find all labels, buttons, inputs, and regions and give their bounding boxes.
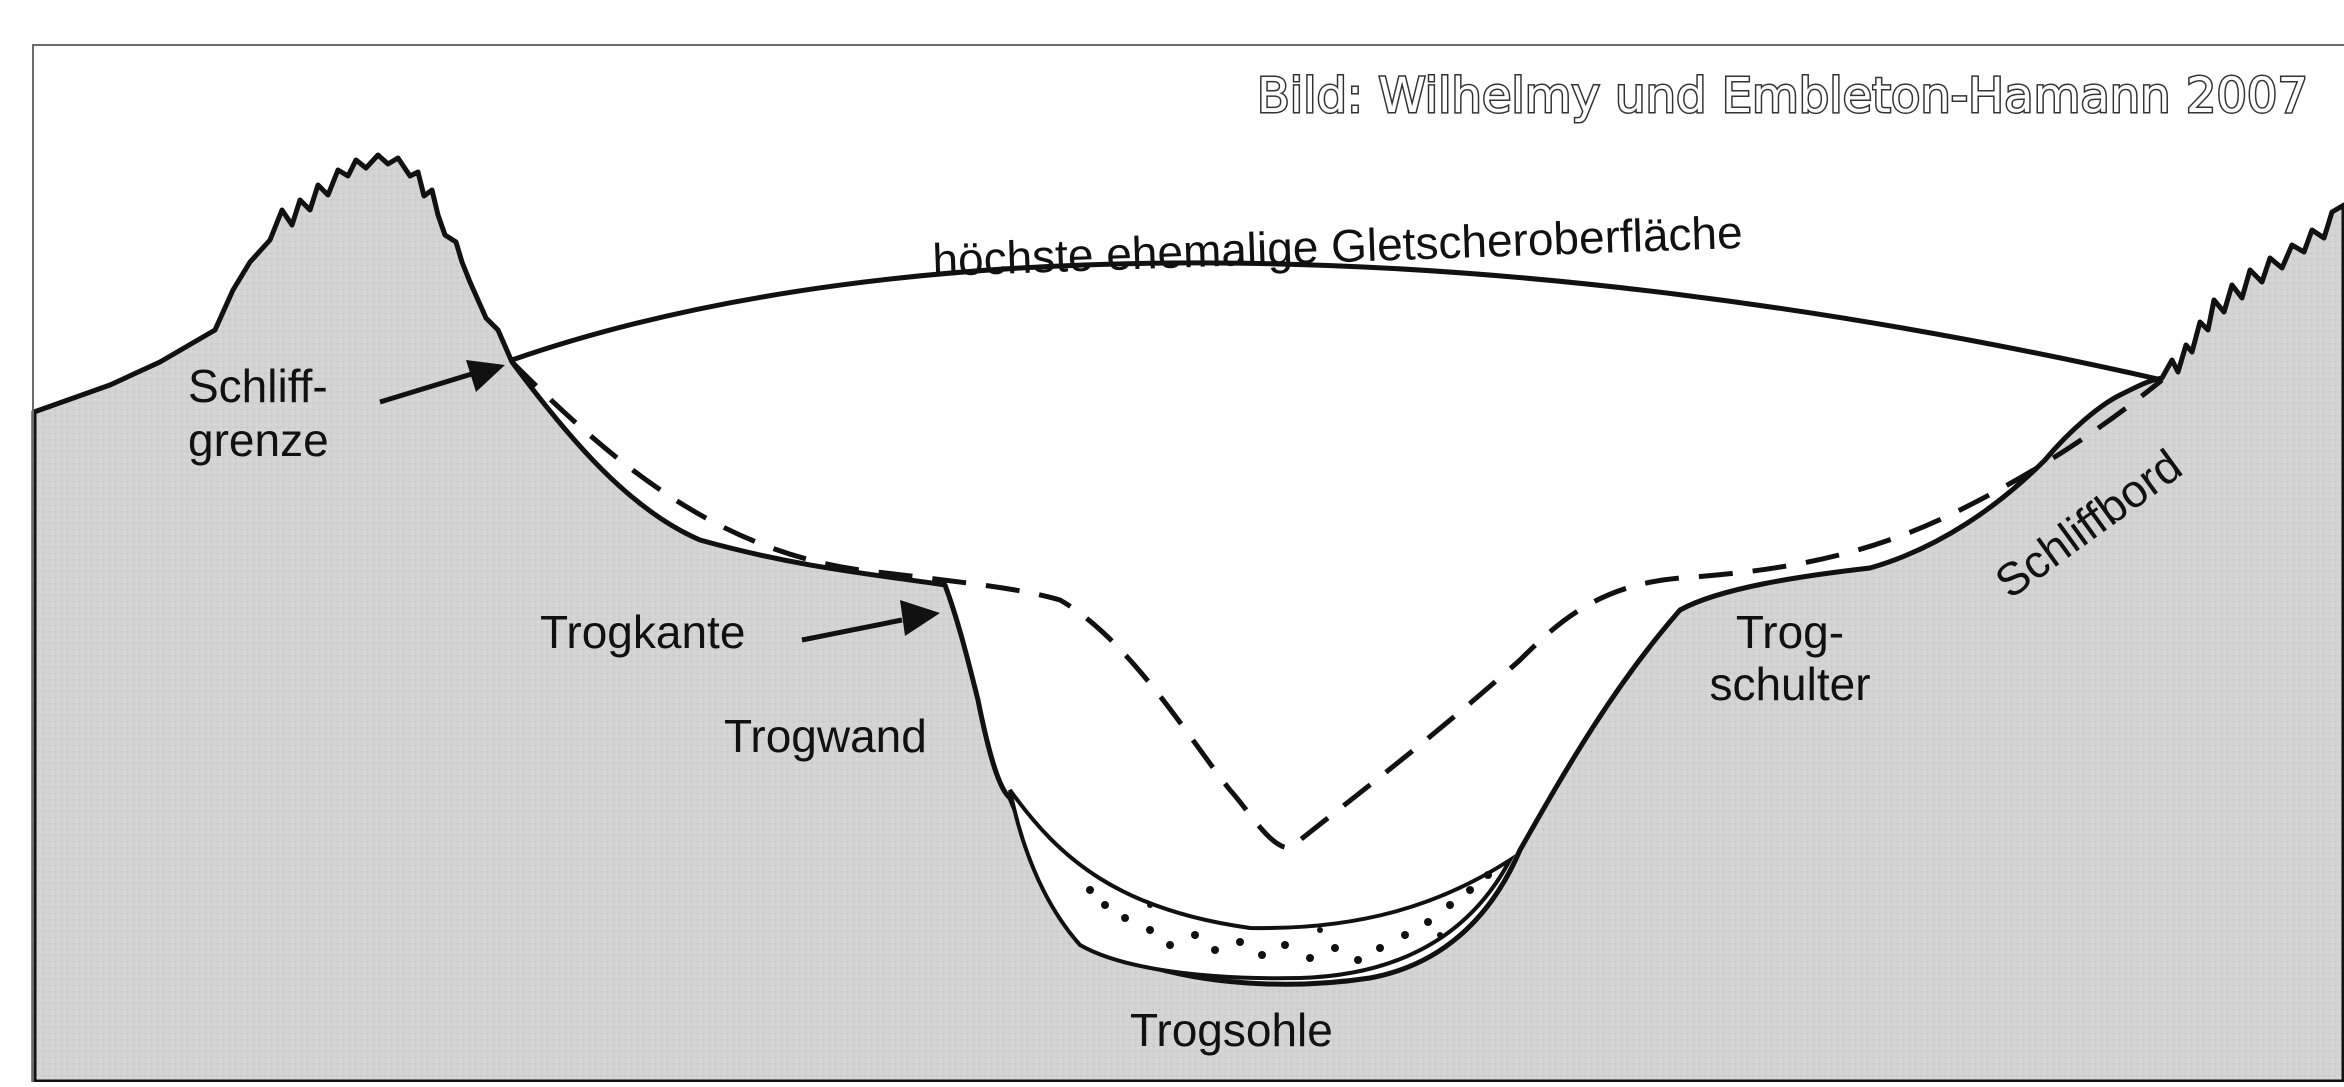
diagram-frame [32,44,2344,1082]
